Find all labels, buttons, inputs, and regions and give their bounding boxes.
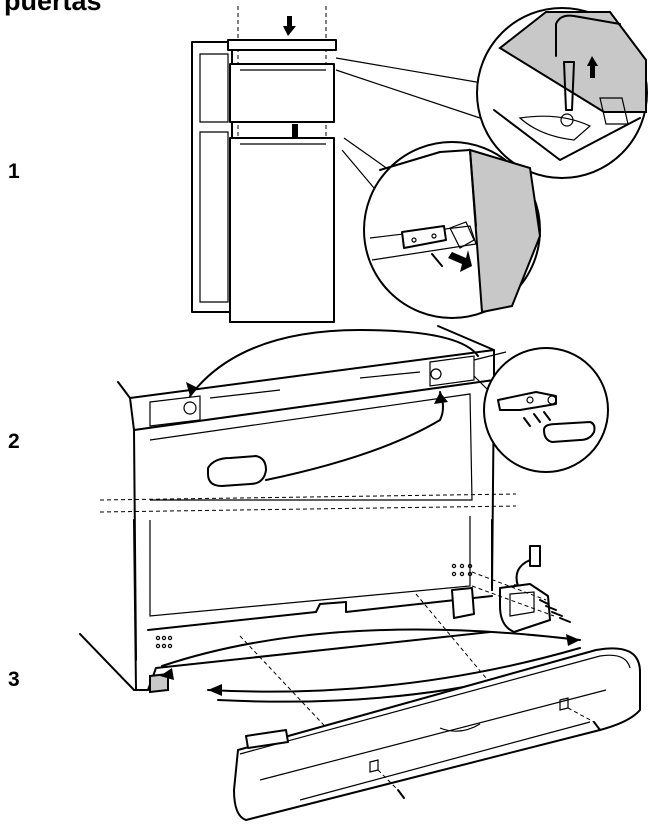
kick-plate-clip <box>245 729 289 749</box>
freezer-door <box>229 63 335 123</box>
kick-plate-screw <box>593 721 601 731</box>
bottom-hinge-bracket <box>499 583 551 633</box>
fridge-door <box>229 137 335 323</box>
step-number-3: 3 <box>8 668 20 691</box>
step-number-1: 1 <box>8 160 20 183</box>
arrow-up-icon <box>587 56 598 78</box>
arrow-up-icon <box>283 16 296 36</box>
hinge-pin <box>529 545 541 567</box>
page-title: puertas <box>4 0 102 16</box>
hinge-cover-part <box>543 421 596 443</box>
detail-circle-hinge-parts <box>483 347 609 473</box>
break-lines <box>99 493 517 513</box>
arrow-down-right-icon <box>448 250 472 272</box>
top-hinge-cover <box>227 39 337 51</box>
detail-circle-top-hinge <box>476 7 648 179</box>
step-number-2: 2 <box>8 430 20 453</box>
door-handle <box>207 455 267 487</box>
step1-fridge-front <box>191 6 489 323</box>
step2-cabinet-bottom <box>79 516 493 694</box>
detail-circle-middle-hinge <box>363 141 542 319</box>
kick-plate-screw <box>397 789 405 799</box>
bottom-hinge-parts <box>239 545 571 739</box>
step2-cabinet-top <box>117 325 507 661</box>
step3-kick-plate <box>233 647 641 821</box>
